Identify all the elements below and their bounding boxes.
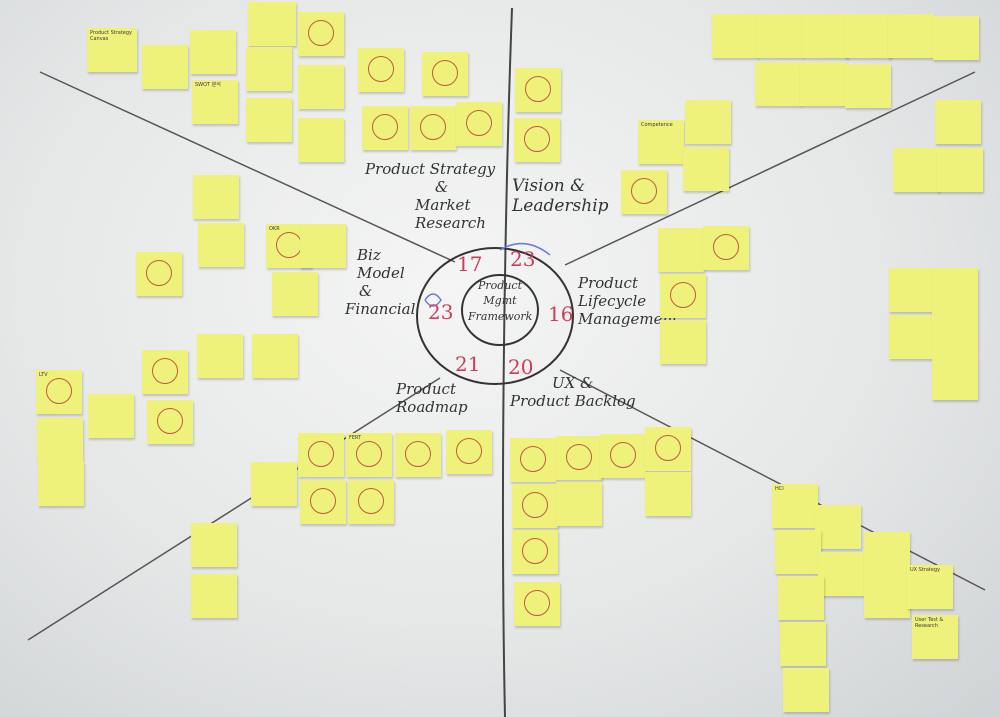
sticky-note [621,170,667,214]
count-vision: 23 [510,247,536,271]
count-roadmap: 21 [455,352,481,376]
sticky-note [556,482,602,526]
sticky-note [775,530,821,574]
sticky-note [864,574,910,618]
count-biz: 23 [428,300,454,324]
sticky-note [512,484,558,528]
count-strategy: 17 [457,252,483,276]
sticky-note [248,2,296,46]
sticky-note [514,118,560,162]
sticky-note [300,224,346,268]
sticky-note [802,14,848,58]
sticky-note [298,12,344,56]
sticky-note [712,14,758,58]
sticky-note [514,582,560,626]
sticky-note [136,252,182,296]
sticky-note [446,430,492,474]
sticky-note [935,100,981,144]
note-ltv: LTV [36,370,82,414]
note-product-strategy-canvas: Product Strategy Canvas [87,28,137,72]
sticky-note [683,147,729,191]
sticky-note [88,394,134,438]
center-label: Product Mgmt Framework [468,279,533,323]
sticky-note [37,418,83,462]
sticky-note [198,223,244,267]
sticky-note [246,98,292,142]
sticky-note [685,100,731,144]
sticky-note [755,62,801,106]
sticky-note [645,472,691,516]
sticky-note [252,334,298,378]
sticky-note [556,436,602,480]
sticky-note [932,356,978,400]
sticky-note [933,16,979,60]
note-hci: HCI [772,484,818,528]
sticky-note [246,47,292,91]
section-biz-label: Biz Model & Financial [345,246,416,318]
section-roadmap-label: Product Roadmap [396,380,468,416]
sticky-note [645,427,691,471]
note-competence: Competence [638,120,684,164]
sticky-note [456,102,502,146]
sticky-note [197,334,243,378]
sticky-note [362,106,408,150]
sticky-note [932,268,978,312]
sticky-note [298,433,344,477]
note-ux-strategy: UX Strategy [907,565,953,609]
sticky-note [142,45,188,89]
note-swot: SWOT 분석 [192,80,238,124]
sticky-note [515,68,561,112]
sticky-note [358,48,404,92]
sticky-note [893,148,939,192]
sticky-note [193,175,239,219]
sticky-note [510,438,556,482]
sticky-note [298,65,344,109]
note-user-test: User Test & Research [912,615,958,659]
sticky-note [937,148,983,192]
sticky-note [932,312,978,356]
sticky-note [818,552,864,596]
sticky-note [780,622,826,666]
count-ux: 20 [508,355,534,379]
sticky-note [422,52,468,96]
note-fert: FERT [346,433,392,477]
sticky-note [660,274,706,318]
count-lifecycle: 16 [548,302,574,326]
sticky-note [142,350,188,394]
section-strategy-label: Product Strategy & Market Research [365,160,496,232]
sticky-note [38,462,84,506]
sticky-note [147,400,193,444]
sticky-note [778,576,824,620]
sticky-note [889,268,935,312]
sticky-note [889,315,935,359]
sticky-note [512,530,558,574]
sticky-note [395,433,441,477]
sticky-note [191,574,237,618]
sticky-note [191,523,237,567]
sticky-note [658,228,704,272]
section-ux-label: UX & Product Backlog [510,374,636,410]
sticky-note [251,462,297,506]
sticky-note [660,320,706,364]
section-vision-label: Vision & Leadership [512,176,609,216]
sticky-note [298,118,344,162]
sticky-note [864,532,910,576]
sticky-note [190,30,236,74]
sticky-note [888,14,934,58]
sticky-note [845,64,891,108]
sticky-note [600,434,646,478]
sticky-note [348,480,394,524]
sticky-note [300,480,346,524]
sticky-note [703,226,749,270]
sticky-note [272,272,318,316]
sticky-note [845,14,891,58]
sticky-note [757,14,803,58]
sticky-note [410,106,456,150]
section-lifecycle-label: Product Lifecycle Management [578,274,679,328]
sticky-note [800,62,846,106]
sticky-note [815,505,861,549]
sticky-note [783,668,829,712]
